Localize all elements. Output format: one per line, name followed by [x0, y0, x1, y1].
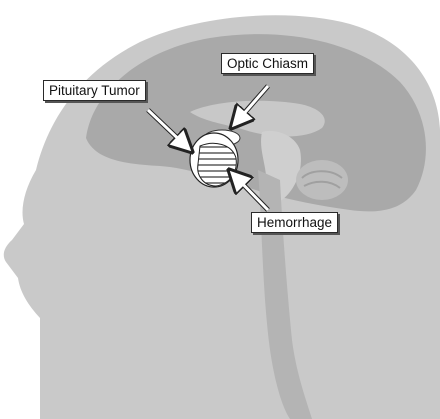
optic-chiasm-label: Optic Chiasm — [221, 53, 314, 74]
cerebellum — [296, 160, 348, 200]
hemorrhage-label: Hemorrhage — [251, 212, 338, 233]
pituitary-tumor-label: Pituitary Tumor — [43, 80, 146, 101]
